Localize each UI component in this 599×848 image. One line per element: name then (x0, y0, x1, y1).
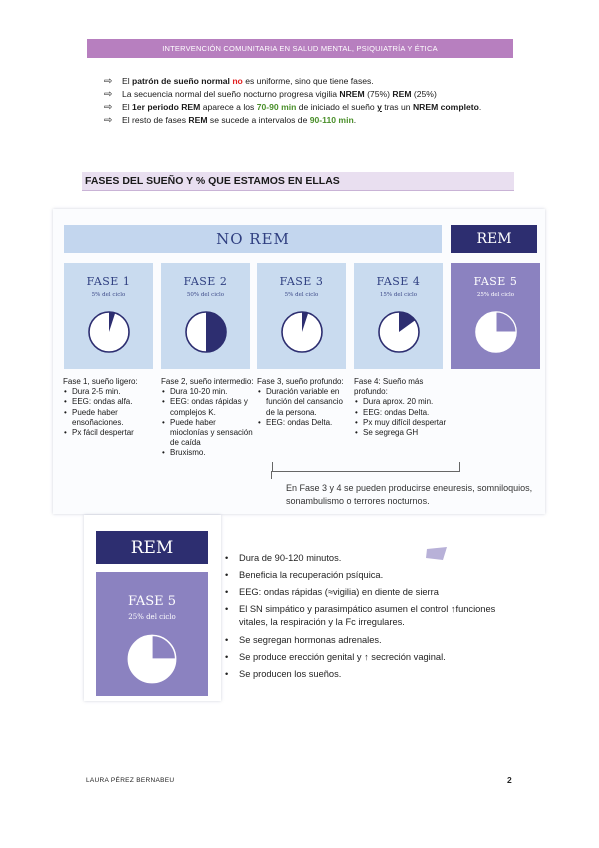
phase-card-5: FASE 5 25% del ciclo (451, 263, 540, 369)
phase-percent: 5% del ciclo (284, 292, 319, 298)
phase-note: En Fase 3 y 4 se pueden producirse eneur… (286, 483, 533, 506)
intro-item: ⇨ El patrón de sueño normal no es unifor… (104, 76, 374, 87)
bracket-tick (271, 471, 272, 479)
list-item: Px muy difícil despertar (354, 418, 450, 428)
list-item: Se segregan hormonas adrenales. (222, 632, 522, 649)
list-item: Puede haber ensoñaciones. (63, 408, 155, 428)
pie-clock-icon (377, 311, 420, 353)
phase-description-2: Fase 2, sueño intermedio: Dura 10-20 min… (161, 377, 255, 459)
arrow-right-icon: ⇨ (104, 89, 113, 100)
phase-percent: 25% del ciclo (128, 613, 176, 621)
pie-clock-icon (127, 634, 177, 684)
phase-card-2: FASE 2 50% del ciclo (161, 263, 250, 369)
page-number: 2 (507, 775, 512, 785)
phase-name: FASE 4 (376, 275, 421, 288)
phase-name: FASE 3 (279, 275, 324, 288)
arrow-right-icon: ⇨ (104, 102, 113, 113)
phase-name: FASE 1 (86, 275, 131, 288)
phase-name: FASE 2 (183, 275, 228, 288)
list-item: Se segrega GH (354, 428, 450, 438)
phase-percent: 25% del ciclo (476, 292, 515, 298)
norem-banner: NO REM (64, 225, 442, 253)
bracket-divider (272, 462, 460, 472)
list-item: Dura aprox. 20 min. (354, 397, 450, 407)
list-item: Bruxismo. (161, 448, 255, 458)
pie-clock-icon (474, 311, 517, 353)
pie-clock-icon (280, 311, 323, 353)
list-item: Dura 2-5 min. (63, 387, 155, 397)
phase-card-4: FASE 4 15% del ciclo (354, 263, 443, 369)
arrow-right-icon: ⇨ (104, 115, 113, 126)
list-item: Duración variable en función del cansanc… (257, 387, 347, 418)
phase-description-1: Fase 1, sueño ligero: Dura 2-5 min. EEG:… (63, 377, 155, 438)
list-item: Dura de 90-120 minutos. (222, 550, 522, 567)
phase-percent: 50% del ciclo (186, 292, 225, 298)
intro-item: ⇨ El resto de fases REM se sucede a inte… (104, 115, 357, 126)
list-item: EEG: ondas Delta. (257, 418, 347, 428)
list-item: EEG: ondas rápidas y complejos K. (161, 397, 255, 417)
phase-card-1: FASE 1 5% del ciclo (64, 263, 153, 369)
section-title: FASES DEL SUEÑO Y % QUE ESTAMOS EN ELLAS (82, 172, 514, 191)
footer-author: LAURA PÉREZ BERNABEU (86, 777, 175, 784)
arrow-right-icon: ⇨ (104, 76, 113, 87)
phase-description-4: Fase 4: Sueño más profundo: Dura aprox. … (354, 377, 450, 438)
page-header: INTERVENCIÓN COMUNITARIA EN SALUD MENTAL… (87, 39, 513, 58)
phase-name: FASE 5 (127, 594, 177, 609)
list-item: Dura 10-20 min. (161, 387, 255, 397)
rem-characteristics: Dura de 90-120 minutos. Beneficia la rec… (222, 550, 522, 683)
phase-percent: 15% del ciclo (379, 292, 418, 298)
list-item: Puede haber mioclonías y sensación de ca… (161, 418, 255, 449)
phase-description-3: Fase 3, sueño profundo: Duración variabl… (257, 377, 347, 428)
list-item: EEG: ondas Delta. (354, 408, 450, 418)
phase-card-3: FASE 3 5% del ciclo (257, 263, 346, 369)
intro-item: ⇨ El 1er periodo REM aparece a los 70-90… (104, 102, 482, 113)
intro-item: ⇨ La secuencia normal del sueño nocturno… (104, 89, 437, 100)
list-item: EEG: ondas alfa. (63, 397, 155, 407)
rem-label: REM (96, 531, 208, 564)
list-item: Px fácil despertar (63, 428, 155, 438)
pie-clock-icon (184, 311, 227, 353)
intro-bullets: ⇨ El patrón de sueño normal no es unifor… (104, 75, 504, 127)
list-item: EEG: ondas rápidas (≈vigilia) en diente … (222, 584, 522, 601)
pie-clock-icon (87, 311, 130, 353)
list-item: Se produce erección genital y ↑ secreció… (222, 649, 522, 666)
list-item: Se producen los sueños. (222, 666, 522, 683)
phase-name: FASE 5 (473, 275, 518, 288)
list-item: Beneficia la recuperación psíquica. (222, 567, 522, 584)
phase-percent: 5% del ciclo (91, 292, 126, 298)
rem-phase-card: FASE 5 25% del ciclo (96, 572, 208, 696)
rem-banner: REM (451, 225, 537, 253)
list-item: El SN simpático y parasimpático asumen e… (222, 603, 522, 629)
